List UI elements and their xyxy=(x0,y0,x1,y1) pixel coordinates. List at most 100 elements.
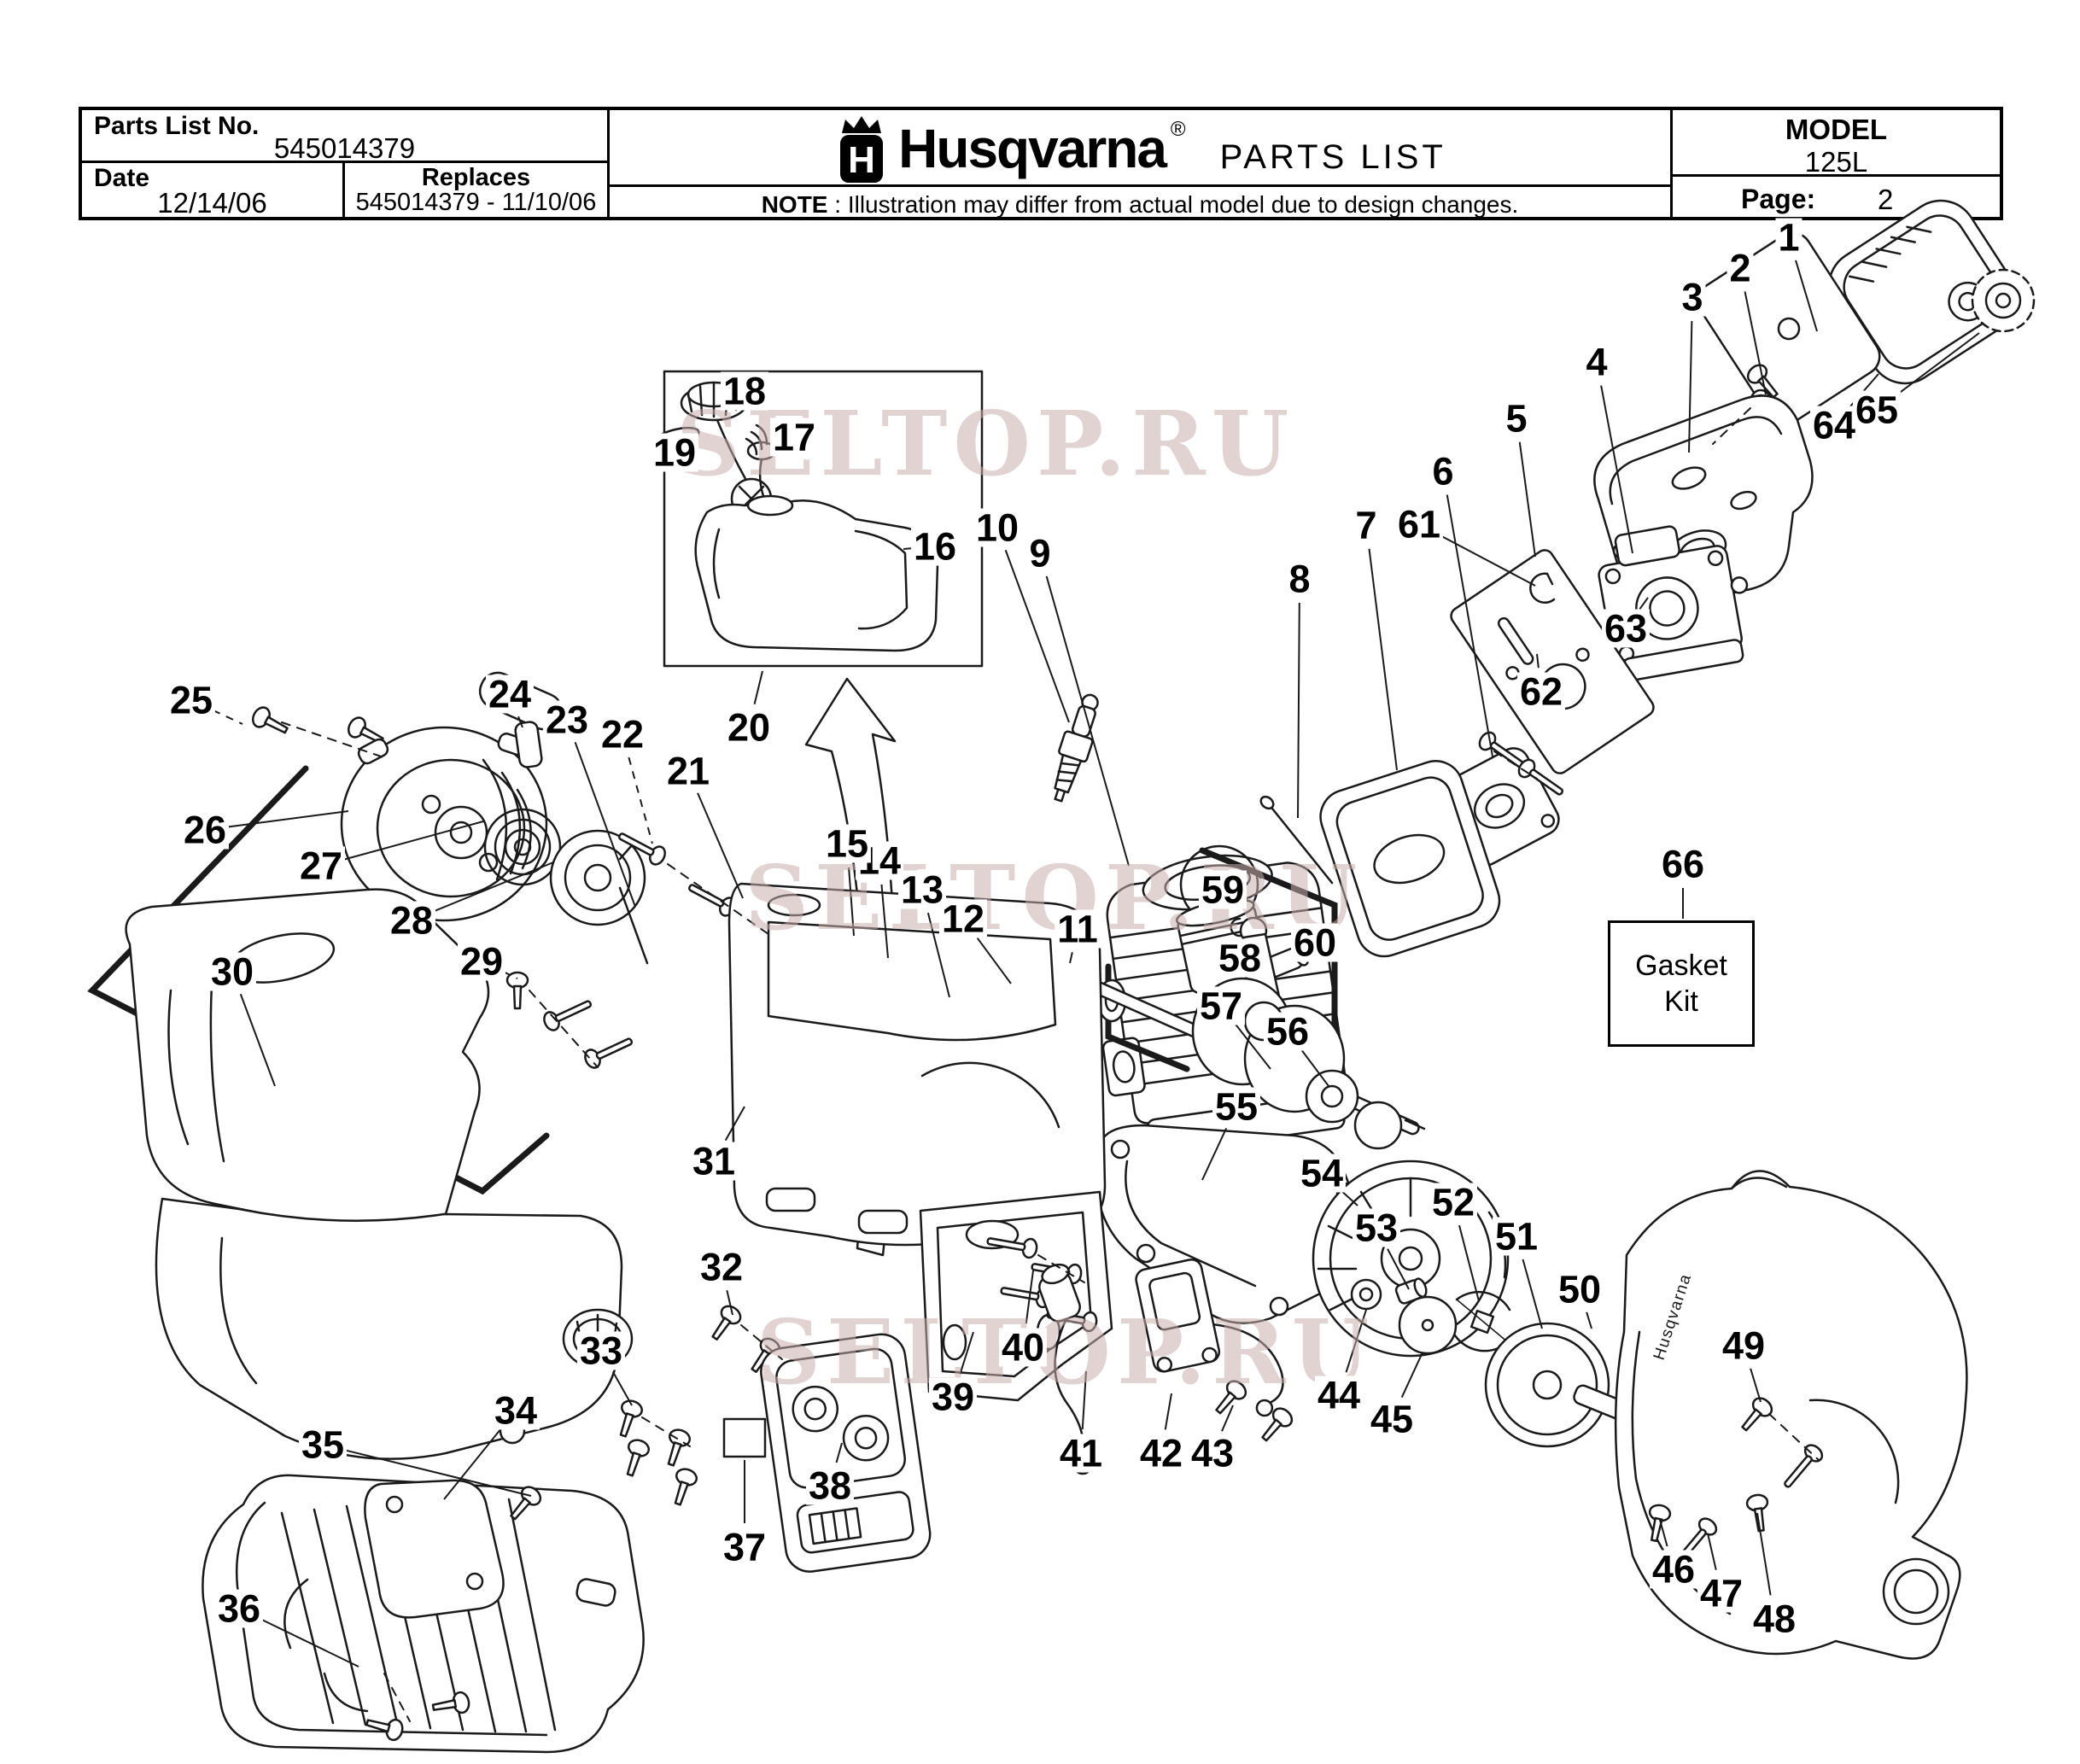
part-callout-43: 43 xyxy=(1188,1434,1237,1473)
leader-line-20 xyxy=(753,670,763,705)
date-label: Date xyxy=(94,164,150,192)
leader-line-3 xyxy=(1688,320,1693,453)
pin-circlip-drawing xyxy=(1230,917,1245,937)
seltop-watermark-2: SELTOP.RU xyxy=(745,845,1364,950)
part-callout-20: 20 xyxy=(724,708,774,747)
seltop-watermark-3: SELTOP.RU xyxy=(757,1300,1376,1405)
part-callout-24: 24 xyxy=(485,675,535,714)
part-callout-44: 44 xyxy=(1314,1376,1364,1415)
leader-line-26 xyxy=(228,810,349,828)
leader-line-65 xyxy=(1895,332,1980,397)
doc-title: PARTS LIST xyxy=(1219,137,1446,176)
note-label: NOTE xyxy=(761,191,828,218)
crank-bearing2-drawing xyxy=(1305,1069,1403,1150)
leader-line-36 xyxy=(260,1618,359,1668)
part-callout-31: 31 xyxy=(689,1142,739,1181)
leader-line-16 xyxy=(903,547,912,550)
rope-pulley-drawing xyxy=(549,829,646,926)
leader-line-27 xyxy=(343,821,484,861)
leader-line-4 xyxy=(1600,385,1633,554)
gasket-kit-line2: Kit xyxy=(1664,985,1698,1018)
clutch-washer-drawing xyxy=(1398,1295,1458,1355)
page-label: Page: xyxy=(1741,184,1816,214)
gasket-kit-line1: Gasket xyxy=(1635,949,1727,982)
part-callout-18: 18 xyxy=(720,371,769,411)
part-callout-57: 57 xyxy=(1196,986,1246,1025)
leader-line-61 xyxy=(1440,534,1536,587)
air-filter-foam-drawing xyxy=(1319,760,1501,958)
leader-line-35 xyxy=(345,1449,532,1497)
kit-bracket-top xyxy=(1199,847,1338,1052)
part-callout-41: 41 xyxy=(1056,1434,1106,1473)
note-row: NOTE : Illustration may differ from actu… xyxy=(610,184,1670,218)
parts-list-no-label: Parts List No. xyxy=(94,112,260,140)
leader-line-46 xyxy=(1659,1519,1668,1547)
leader-line-44 xyxy=(1345,1309,1367,1373)
seltop-watermark-1: SELTOP.RU xyxy=(676,391,1295,496)
part-callout-36: 36 xyxy=(214,1589,264,1628)
leader-line-62 xyxy=(1536,653,1540,669)
page-number: 2 xyxy=(1878,184,1894,215)
part-callout-46: 46 xyxy=(1649,1550,1698,1589)
leader-line-8 xyxy=(1297,602,1300,819)
part-callout-47: 47 xyxy=(1697,1574,1746,1613)
leader-line-49 xyxy=(1750,1368,1762,1403)
air-filter-cover-drawing xyxy=(1827,199,2019,385)
part-callout-59: 59 xyxy=(1198,870,1247,909)
model-value: 125L xyxy=(1804,146,1868,178)
part-callout-48: 48 xyxy=(1750,1599,1799,1638)
part-callout-28: 28 xyxy=(387,901,436,940)
part-callout-19: 19 xyxy=(650,433,699,472)
part-callout-66: 66 xyxy=(1658,844,1708,884)
leader-line-39 xyxy=(959,1331,974,1375)
part-callout-37: 37 xyxy=(720,1527,769,1567)
leader-line-38 xyxy=(835,1442,843,1463)
husqvarna-crown-logo-icon: H xyxy=(840,116,884,183)
part-callout-60: 60 xyxy=(1290,923,1340,962)
header-right-section: MODEL 125L Page: 2 xyxy=(1673,110,2000,217)
part-callout-55: 55 xyxy=(1212,1087,1261,1126)
part-callout-53: 53 xyxy=(1352,1208,1401,1247)
part-callout-25: 25 xyxy=(167,680,216,720)
snap-ring-drawing xyxy=(1529,572,1556,604)
part-callout-33: 33 xyxy=(576,1331,626,1370)
leader-line-13 xyxy=(926,912,950,998)
replaces-label: Replaces xyxy=(421,164,531,191)
leader-line-31 xyxy=(724,1106,745,1142)
leader-line-24 xyxy=(517,716,523,728)
part-callout-54: 54 xyxy=(1297,1154,1347,1193)
leader-line-43 xyxy=(1221,1405,1234,1432)
part-callout-62: 62 xyxy=(1516,672,1566,711)
leader-line-55 xyxy=(1201,1127,1228,1181)
leader-line-34 xyxy=(443,1428,502,1500)
header-center-section: H Husqvarna ® PARTS LIST NOTE : Illustra… xyxy=(610,110,1673,218)
leader-line-10 xyxy=(1004,549,1070,723)
part-callout-45: 45 xyxy=(1367,1399,1417,1439)
leader-line-40 xyxy=(1025,1270,1034,1324)
parts-list-no-cell: Parts List No. 545014379 xyxy=(82,110,607,164)
part-callout-11: 11 xyxy=(1055,909,1101,949)
part-callout-6: 6 xyxy=(1429,452,1457,491)
leader-line-7 xyxy=(1368,548,1398,771)
part-callout-16: 16 xyxy=(910,527,960,566)
date-value: 12/14/06 xyxy=(157,187,267,219)
part-callout-9: 9 xyxy=(1026,534,1054,573)
leader-line-2 xyxy=(1744,291,1767,395)
part-callout-38: 38 xyxy=(805,1466,855,1505)
part-callout-49: 49 xyxy=(1719,1326,1768,1365)
part-callout-65: 65 xyxy=(1852,390,1902,429)
part-callout-56: 56 xyxy=(1263,1012,1312,1051)
part-callout-17: 17 xyxy=(769,418,819,457)
part-callout-7: 7 xyxy=(1353,505,1380,545)
throttle-rod-drawing xyxy=(618,886,649,965)
ignition-module-drawing xyxy=(1135,1258,1284,1417)
model-cell: MODEL 125L xyxy=(1673,110,2000,178)
part-callout-35: 35 xyxy=(298,1425,348,1464)
part-callout-50: 50 xyxy=(1555,1270,1604,1309)
leader-line-14 xyxy=(880,884,889,959)
part-callout-52: 52 xyxy=(1429,1183,1478,1222)
parts-list-no-value: 545014379 xyxy=(273,132,416,164)
